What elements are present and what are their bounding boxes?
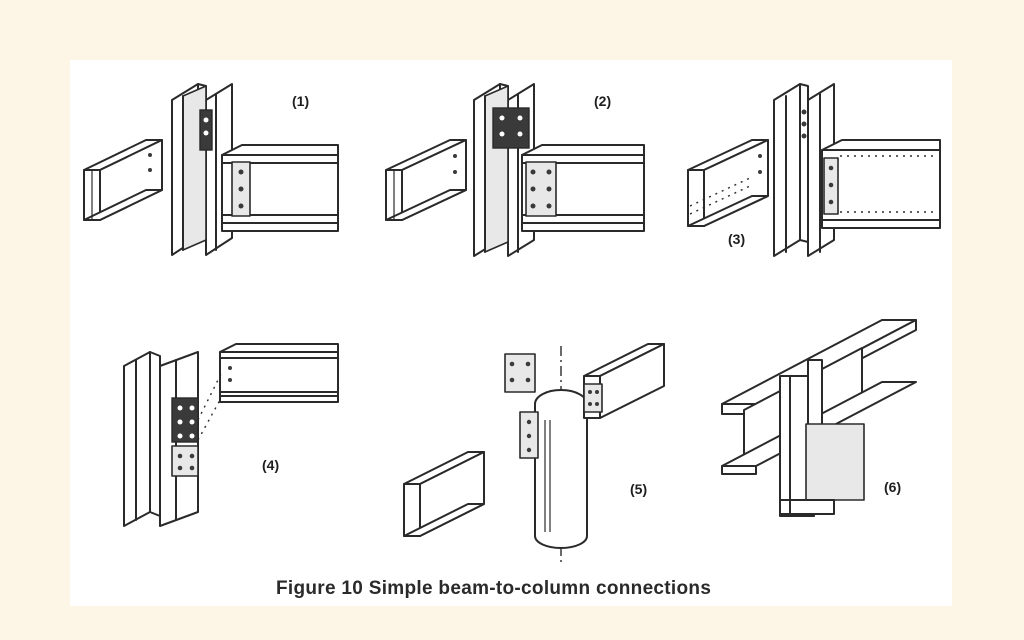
connection-3-fin-plate: (3) [687, 83, 941, 257]
label-1: (1) [292, 93, 309, 109]
left-beam-3 [687, 139, 769, 227]
column-6 [779, 359, 865, 517]
tube-column-5 [534, 389, 588, 549]
connection-5-tube-column: (5) [403, 343, 665, 566]
right-beam-4 [197, 343, 339, 441]
plate-5-upper [504, 353, 536, 393]
connection-6-cap-plate: (6) [721, 319, 917, 517]
plate-5-lower [519, 411, 539, 459]
column-1 [171, 83, 233, 256]
left-beam-2 [385, 139, 467, 221]
connection-1-web-cleat: (1) [83, 83, 339, 256]
label-2: (2) [594, 93, 611, 109]
label-4: (4) [262, 457, 279, 473]
label-6: (6) [884, 479, 901, 495]
connection-4-seated: (4) [123, 343, 339, 527]
label-3: (3) [728, 231, 745, 247]
right-beam-2 [521, 144, 645, 232]
figure-caption: Figure 10 Simple beam-to-column connecti… [276, 578, 712, 599]
label-5: (5) [630, 481, 647, 497]
column-4 [123, 351, 199, 527]
left-beam-1 [83, 139, 163, 221]
right-beam-5 [583, 343, 665, 419]
right-beam-1 [221, 144, 339, 232]
right-beam-3 [821, 139, 941, 229]
left-beam-5 [403, 451, 485, 537]
connection-2-end-plate: (2) [385, 83, 645, 257]
